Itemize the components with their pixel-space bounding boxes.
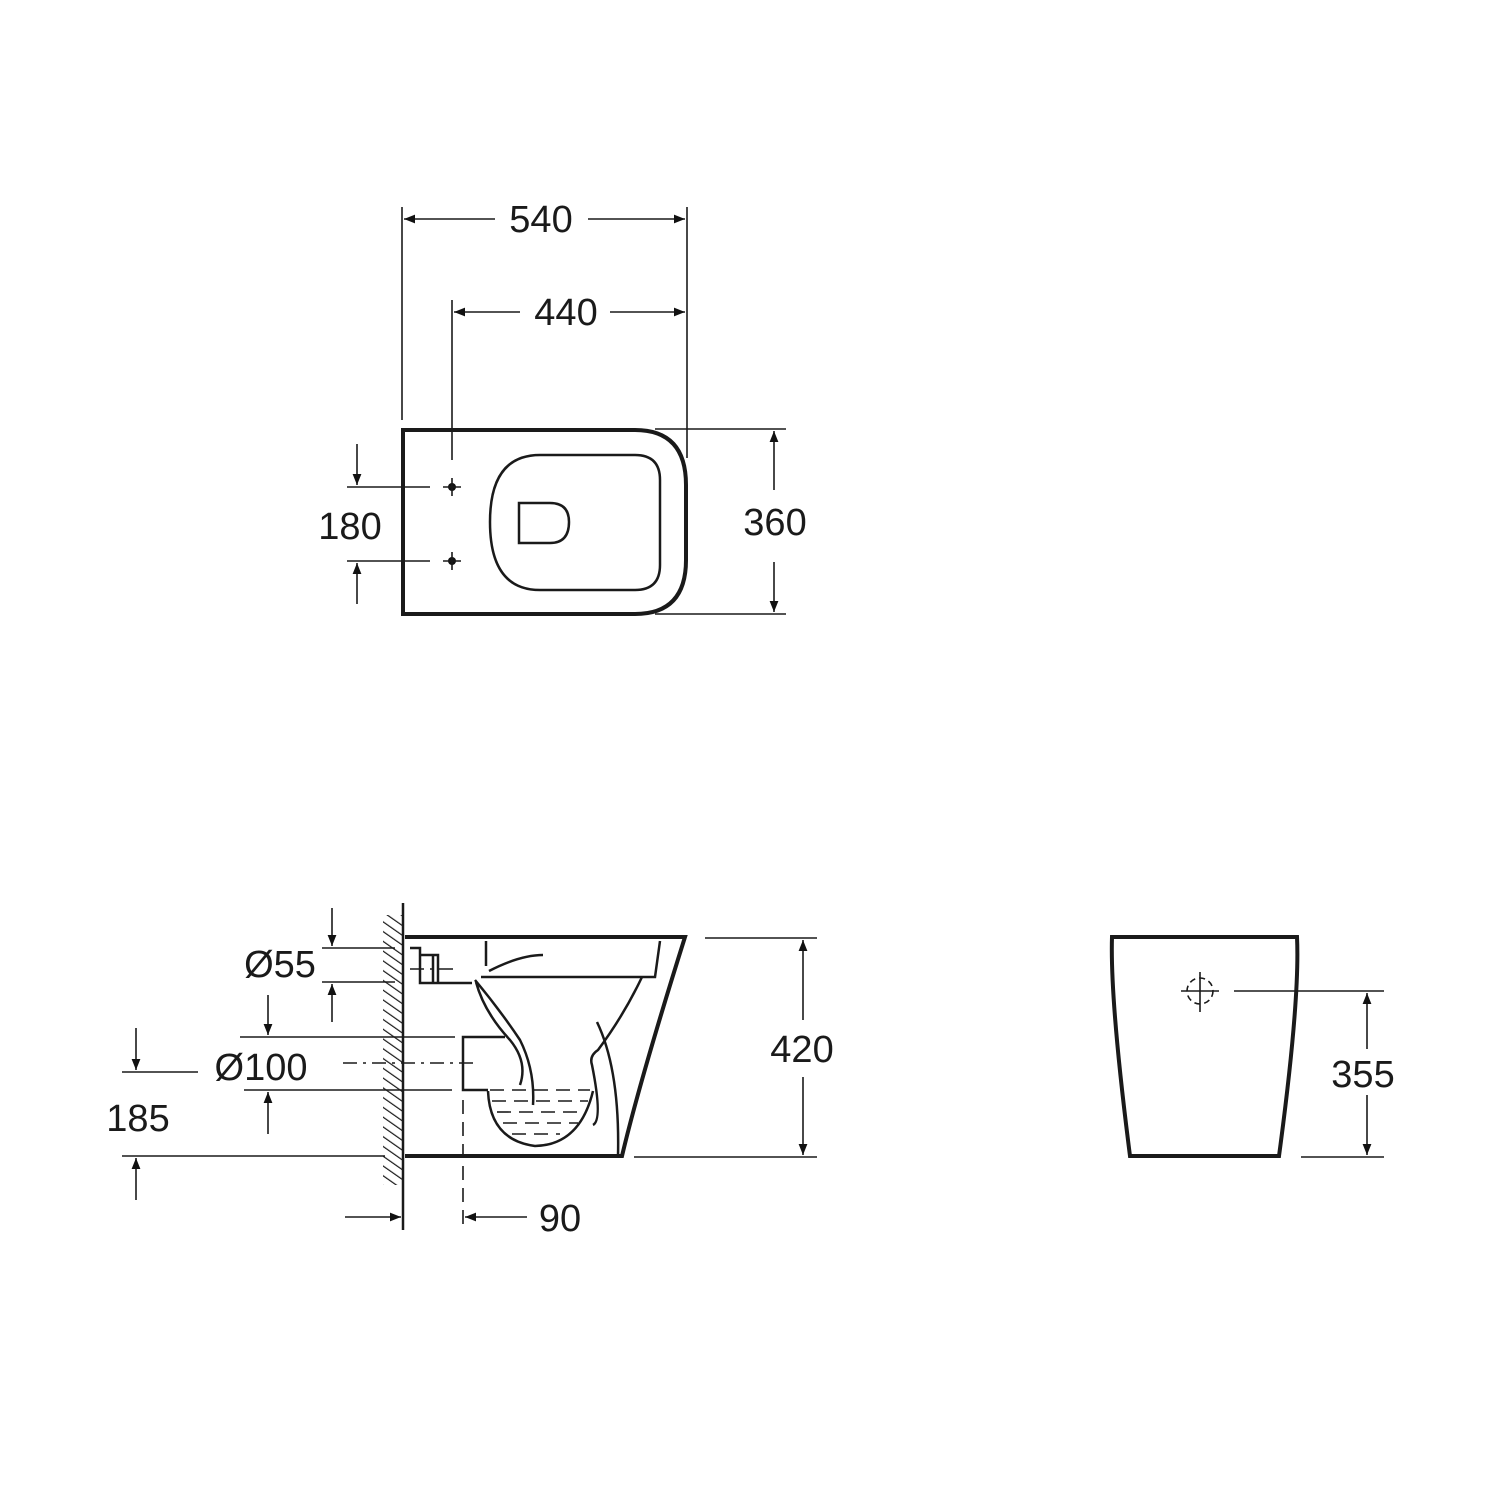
water-level <box>490 1089 590 1135</box>
back-view: 355 <box>1109 935 1395 1158</box>
trap-weir <box>590 976 644 1127</box>
rim-line <box>481 940 662 979</box>
inlet-marker-icon <box>1181 972 1219 1012</box>
dimension-label-90: 90 <box>539 1198 581 1240</box>
dimension-label-inlet-diameter: Ø55 <box>244 944 316 986</box>
bowl-trap <box>474 979 535 1106</box>
fixing-point-bottom <box>443 552 461 570</box>
inlet-pipe <box>410 946 472 985</box>
dimension-label-185: 185 <box>106 1098 169 1140</box>
dimension-180: 180 <box>318 444 430 604</box>
back-view-outline <box>1109 935 1300 1158</box>
dimension-label-440: 440 <box>534 292 597 334</box>
dimension-360: 360 <box>655 428 807 615</box>
dimension-label-180: 180 <box>318 506 381 548</box>
top-view: 540 440 180 360 <box>318 199 807 616</box>
dimension-label-355: 355 <box>1331 1054 1394 1096</box>
top-view-outline <box>401 428 688 616</box>
dimension-label-540: 540 <box>509 199 572 241</box>
dimension-540: 540 <box>401 199 688 458</box>
bowl-rim <box>488 453 662 592</box>
dimension-355: 355 <box>1234 990 1395 1158</box>
dimension-420: 420 <box>634 937 834 1158</box>
seat-curve <box>488 953 544 973</box>
fixing-point-top <box>443 478 461 496</box>
trap-water-bowl <box>486 1090 595 1148</box>
dimension-185: 185 <box>106 1028 385 1200</box>
dimension-440: 440 <box>451 292 685 460</box>
side-view: Ø55 Ø100 185 420 <box>106 903 834 1240</box>
dimension-inlet-diameter: Ø55 <box>244 908 395 1022</box>
bowl-outlet <box>517 501 571 545</box>
trap-outer <box>595 1021 620 1157</box>
wall-hatch <box>383 915 403 1185</box>
dimension-label-360: 360 <box>743 502 806 544</box>
side-view-outline <box>405 935 688 1158</box>
dimension-label-420: 420 <box>770 1029 833 1071</box>
dimension-90: 90 <box>345 1100 581 1240</box>
dimension-outlet-diameter: Ø100 <box>215 995 455 1134</box>
dimension-label-outlet-diameter: Ø100 <box>215 1047 308 1089</box>
